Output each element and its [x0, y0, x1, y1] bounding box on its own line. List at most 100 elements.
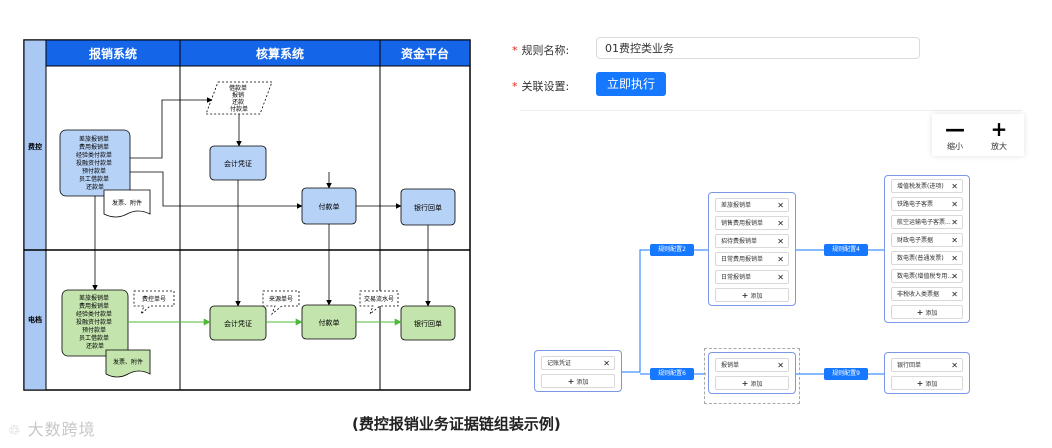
rule-item-label: 销售费用报销单: [721, 220, 764, 227]
close-icon[interactable]: ✕: [951, 218, 958, 227]
note-callout: [359, 290, 399, 316]
close-icon[interactable]: ✕: [777, 255, 784, 264]
close-icon[interactable]: ✕: [951, 272, 958, 281]
rule-name-label-text: 规则名称:: [521, 44, 570, 57]
close-icon[interactable]: ✕: [951, 236, 958, 245]
add-label: 添加: [750, 381, 763, 388]
close-icon[interactable]: ✕: [777, 361, 784, 370]
payment-text: 付款单: [319, 318, 340, 327]
zoom-in-button[interactable]: + 放大: [979, 119, 1019, 152]
row-header: 电档: [28, 315, 42, 324]
link-setting-label-text: 关联设置:: [521, 80, 570, 93]
watermark-logo: ♲ 大数跨境: [8, 416, 96, 440]
rule-item[interactable]: 财政电子票据 ✕: [891, 233, 963, 247]
connector: [130, 171, 303, 209]
rule-config-4-tag[interactable]: 规则配置4: [824, 244, 868, 256]
swimlane-diagram: 报销系统 核算系统 资金平台 费控 电档 差旅报销单 费用报销单 经验类付款单 …: [23, 39, 471, 391]
rule-item[interactable]: 数电票(增值税专用...✕: [891, 269, 963, 283]
zoom-controls: — 缩小 + 放大: [932, 114, 1024, 156]
fk-doc-group-text: 差旅报销单 费用报销单 经验类付款单 投融资付款单 预付款单 员工借款单 还款单: [76, 135, 114, 191]
row-header-band: [23, 39, 47, 391]
da-attachment-node: [105, 349, 151, 378]
rule-item[interactable]: 差旅报销单 ✕: [715, 198, 789, 212]
close-icon[interactable]: ✕: [951, 254, 958, 263]
rule-item-label: 日常报销单: [721, 274, 752, 281]
rule-config-2-tag[interactable]: 规则配置2: [650, 244, 694, 256]
rule-item-label: 数电票(普通发票): [897, 255, 944, 262]
close-icon[interactable]: ✕: [951, 182, 958, 191]
rule-item[interactable]: 日常报销单 ✕: [715, 270, 789, 284]
selection-outline: [704, 348, 800, 404]
close-icon[interactable]: ✕: [777, 273, 784, 282]
rule-item[interactable]: 记账凭证 ✕: [541, 356, 615, 370]
execute-now-button[interactable]: 立即执行: [596, 72, 666, 96]
close-icon[interactable]: ✕: [951, 290, 958, 299]
voucher-text: 会计凭证: [224, 159, 252, 168]
rule-config-6-tag[interactable]: 规则配置6: [650, 368, 694, 380]
plus-icon: +: [916, 308, 924, 317]
bank-receipt-text: 银行回单: [414, 203, 442, 212]
add-button[interactable]: +添加: [715, 376, 789, 390]
rule-name-label: *规则名称:: [512, 42, 569, 58]
column-header: 报销系统: [89, 46, 137, 61]
rule-item-label: 银行回单: [897, 362, 922, 369]
rule-item-label: 航空运输电子客票...: [897, 219, 951, 226]
add-button[interactable]: +添加: [715, 288, 789, 302]
rule-item[interactable]: 数电票(普通发票) ✕: [891, 251, 963, 265]
rule-item[interactable]: 招待费报销单 ✕: [715, 234, 789, 248]
rule-item[interactable]: 日常费用报销单✕: [715, 252, 789, 266]
rule-item[interactable]: 航空运输电子客票...✕: [891, 215, 963, 229]
zoom-in-label: 放大: [991, 142, 1007, 151]
required-mark: *: [512, 80, 518, 93]
da-attachment-text: 发票、附件: [113, 358, 143, 366]
add-button[interactable]: +添加: [541, 374, 615, 388]
add-button[interactable]: +添加: [891, 376, 963, 390]
rule-item-label: 记账凭证: [547, 360, 572, 367]
rule-item[interactable]: 非税收入类票据 ✕: [891, 287, 963, 301]
close-icon[interactable]: ✕: [951, 361, 958, 370]
column-header: 核算系统: [256, 46, 304, 61]
add-label: 添加: [576, 379, 589, 386]
rule-item-label: 报销单: [721, 362, 740, 369]
logo-icon: ♲: [8, 423, 22, 439]
add-button[interactable]: +添加: [891, 305, 963, 319]
minus-icon: —: [945, 117, 965, 141]
payment-text: 付款单: [319, 202, 340, 211]
rule-item-label: 非税收入类票据: [897, 291, 940, 298]
add-label: 添加: [925, 381, 938, 388]
rule-name-input[interactable]: 01费控类业务: [596, 37, 920, 59]
rule-item[interactable]: 银行回单 ✕: [891, 358, 963, 372]
rule-item[interactable]: 报销单 ✕: [715, 358, 789, 372]
rule-item-label: 差旅报销单: [721, 202, 752, 209]
close-icon[interactable]: ✕: [951, 200, 958, 209]
rule-item-label: 铁路电子客票: [897, 201, 934, 208]
row-header: 费控: [28, 142, 42, 151]
note-text: 交易流水号: [364, 295, 394, 303]
rule-item-label: 财政电子票据: [897, 237, 934, 244]
rule-item[interactable]: 增值税发票(进项)✕: [891, 179, 963, 193]
required-mark: *: [512, 44, 518, 57]
rule-card-config6: 报销单 ✕ +添加: [708, 352, 796, 394]
watermark-text: 大数跨境: [27, 420, 96, 439]
figure-caption: (费控报销业务证据链组装示例): [352, 415, 561, 433]
plus-icon: +: [741, 291, 749, 300]
note-callout: [262, 290, 300, 316]
rule-item-label: 招待费报销单: [721, 238, 758, 245]
zoom-out-button[interactable]: — 缩小: [935, 119, 975, 152]
note-callout: [133, 290, 175, 315]
plus-icon: +: [567, 377, 575, 386]
rule-item[interactable]: 销售费用报销单 ✕: [715, 216, 789, 230]
close-icon[interactable]: ✕: [603, 359, 610, 368]
plus-icon: +: [916, 379, 924, 388]
rule-config-9-tag[interactable]: 规则配置9: [824, 368, 868, 380]
close-icon[interactable]: ✕: [777, 237, 784, 246]
close-icon[interactable]: ✕: [777, 219, 784, 228]
close-icon[interactable]: ✕: [777, 201, 784, 210]
rule-item[interactable]: 铁路电子客票 ✕: [891, 197, 963, 211]
column-header-band: [45, 39, 471, 67]
da-doc-group-text: 差旅报销单 费用报销单 经验类付款单 投融资付款单 预付款单 员工借款单 还款单: [76, 294, 114, 350]
note-text: 来源单号: [269, 295, 293, 303]
rule-item-label: 数电票(增值税专用...: [897, 273, 954, 280]
note-text: 费控单号: [142, 295, 166, 303]
